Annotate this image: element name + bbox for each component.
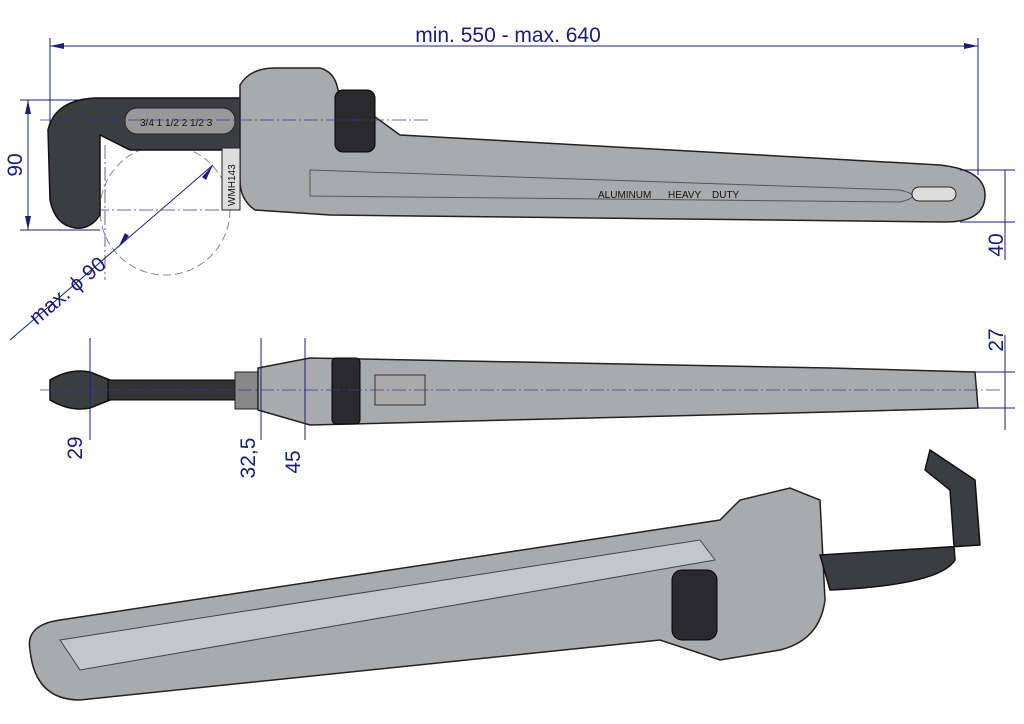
handle-end-dimension [960,169,1015,260]
jaw-height-label: 90 [4,153,27,176]
handle-text-2: HEAVY [668,190,701,201]
handle-thickness-label: 27 [985,328,1008,351]
wrench-top-view [49,357,979,426]
body-thickness-label: 45 [282,450,305,473]
thickness-dimensions [89,335,1015,440]
diameter-leader [9,164,214,341]
handle-text-1: ALUMINUM [598,190,651,201]
wrench-side-view: 3/4 1 1/2 2 1/2 3 WMH143 ALUMINUM HEAVY … [47,67,986,229]
model-text: WMH143 [227,164,238,206]
length-label: min. 550 - max. 640 [415,24,601,47]
scale-text: 3/4 1 1/2 2 1/2 3 [140,118,213,129]
nut-thickness-label: 32,5 [237,438,260,479]
jaw-thickness-label: 29 [64,436,87,459]
handle-end-label: 40 [985,233,1008,256]
diameter-label: max. ϕ 90 [25,253,110,330]
handle-text-3: DUTY [712,190,740,201]
wrench-perspective-view [28,448,981,701]
